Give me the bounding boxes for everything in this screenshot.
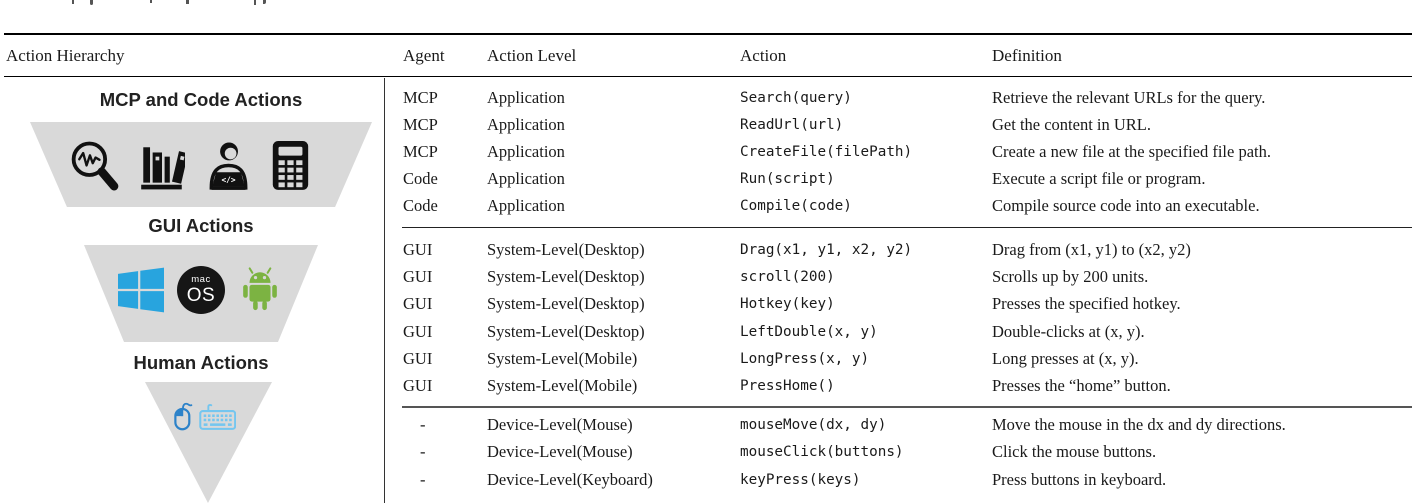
table-group-gui: GUI System-Level(Desktop) Drag(x1, y1, x… [0,236,1416,400]
books-icon [140,147,185,190]
cell-action-level: Application [487,168,565,188]
column-separator [384,78,385,503]
cell-definition: Scrolls up by 200 units. [992,266,1149,286]
cell-action-level: System-Level(Mobile) [487,348,638,368]
table-row: MCP Application ReadUrl(url) Get the con… [0,111,1416,138]
cell-action-level: Application [487,141,565,161]
cell-action: scroll(200) [740,268,835,285]
cell-definition: Long presses at (x, y). [992,348,1139,368]
cell-agent: GUI [403,266,433,286]
cell-action-level: System-Level(Desktop) [487,321,645,341]
funnel-icons-human [172,400,236,434]
cell-action: mouseMove(dx, dy) [740,416,887,433]
cell-definition: Compile source code into an executable. [992,195,1260,215]
table-row: Code Application Run(script) Execute a s… [0,165,1416,192]
cell-action-level: Device-Level(Mouse) [487,414,633,434]
cell-agent: - [420,469,426,489]
table-row: GUI System-Level(Desktop) Drag(x1, y1, x… [0,236,1416,263]
cell-agent: GUI [403,321,433,341]
macos-icon: mac OS [177,266,225,314]
cell-definition: Press buttons in keyboard. [992,469,1167,489]
table-row: MCP Application Search(query) Retrieve t… [0,84,1416,111]
funnel-icons-gui: mac OS [104,262,296,318]
cell-agent: MCP [403,141,438,161]
group-divider-1 [402,227,1412,228]
cell-agent: - [420,442,426,462]
cell-action-level: System-Level(Desktop) [487,239,645,259]
cell-action: LongPress(x, y) [740,350,870,367]
cell-agent: MCP [403,114,438,134]
magnifier-waveform-icon [71,141,118,191]
cell-definition: Get the content in URL. [992,114,1152,134]
cell-definition: Create a new file at the specified file … [992,141,1271,161]
table-row: - Device-Level(Keyboard) keyPress(keys) … [0,466,1416,494]
funnel-label-mcp-code: MCP and Code Actions [99,89,303,110]
cell-action-level: Device-Level(Mouse) [487,442,633,462]
table-row: GUI System-Level(Mobile) LongPress(x, y)… [0,345,1416,372]
svg-text:</>: </> [221,176,235,185]
table-row: Code Application Compile(code) Compile s… [0,192,1416,219]
cell-action: Search(query) [740,89,852,106]
table-row: - Device-Level(Mouse) mouseMove(dx, dy) … [0,411,1416,439]
funnel-icons-mcp-code: </> [58,136,320,196]
cell-action-level: System-Level(Mobile) [487,376,638,396]
cell-action-level: Device-Level(Keyboard) [487,469,653,489]
cell-action: LeftDouble(x, y) [740,323,878,340]
cell-agent: - [420,414,426,434]
cell-action: keyPress(keys) [740,471,861,488]
header-definition: Definition [992,46,1062,65]
developer-laptop-icon: </> [209,142,247,190]
cell-action: Hotkey(key) [740,296,835,313]
funnel-label-gui: GUI Actions [148,215,254,236]
cell-action-level: System-Level(Desktop) [487,294,645,314]
keyboard-icon [198,404,236,430]
table-top-rule [4,33,1412,35]
cell-action-level: Application [487,87,565,107]
cell-agent: GUI [403,376,433,396]
cell-definition: Execute a script file or program. [992,168,1206,188]
funnel-label-human: Human Actions [133,352,269,373]
cell-definition: Double-clicks at (x, y). [992,321,1145,341]
table-row: GUI System-Level(Mobile) PressHome() Pre… [0,372,1416,399]
cell-action: CreateFile(filePath) [740,143,913,160]
header-action-hierarchy: Action Hierarchy [6,46,125,65]
cell-definition: Presses the specified hotkey. [992,294,1181,314]
cell-action: Compile(code) [740,197,852,214]
android-icon [243,267,277,311]
header-action: Action [740,46,787,65]
cell-action-level: Application [487,195,565,215]
windows-icon [118,267,164,313]
cell-definition: Click the mouse buttons. [992,442,1157,462]
header-action-level: Action Level [487,46,577,65]
cell-action-level: Application [487,114,565,134]
table-header-rule [4,76,1412,77]
cell-agent: Code [403,168,438,188]
table-row: GUI System-Level(Desktop) LeftDouble(x, … [0,318,1416,345]
mouse-icon [174,402,193,431]
cell-action-level: System-Level(Desktop) [487,266,645,286]
table-row: MCP Application CreateFile(filePath) Cre… [0,138,1416,165]
header-agent: Agent [403,46,445,65]
cell-definition: Presses the “home” button. [992,376,1171,396]
cell-agent: Code [403,195,438,215]
calculator-icon [272,141,308,190]
table-row: GUI System-Level(Desktop) scroll(200) Sc… [0,263,1416,290]
cell-agent: MCP [403,87,438,107]
table-row: - Device-Level(Mouse) mouseClick(buttons… [0,439,1416,467]
cell-agent: GUI [403,239,433,259]
cell-action: Run(script) [740,170,835,187]
group-divider-2 [402,406,1412,408]
cell-definition: Move the mouse in the dx and dy directio… [992,414,1286,434]
cell-action: Drag(x1, y1, x2, y2) [740,241,913,258]
cell-definition: Drag from (x1, y1) to (x2, y2) [992,239,1191,259]
cell-action: ReadUrl(url) [740,116,844,133]
table-group-device: - Device-Level(Mouse) mouseMove(dx, dy) … [0,411,1416,494]
cell-definition: Retrieve the relevant URLs for the query… [992,87,1266,107]
cell-action: mouseClick(buttons) [740,444,904,461]
cell-agent: GUI [403,294,433,314]
table-row: GUI System-Level(Desktop) Hotkey(key) Pr… [0,291,1416,318]
table-group-mcp-code: MCP Application Search(query) Retrieve t… [0,84,1416,219]
cell-action: PressHome() [740,378,835,395]
cell-agent: GUI [403,348,433,368]
